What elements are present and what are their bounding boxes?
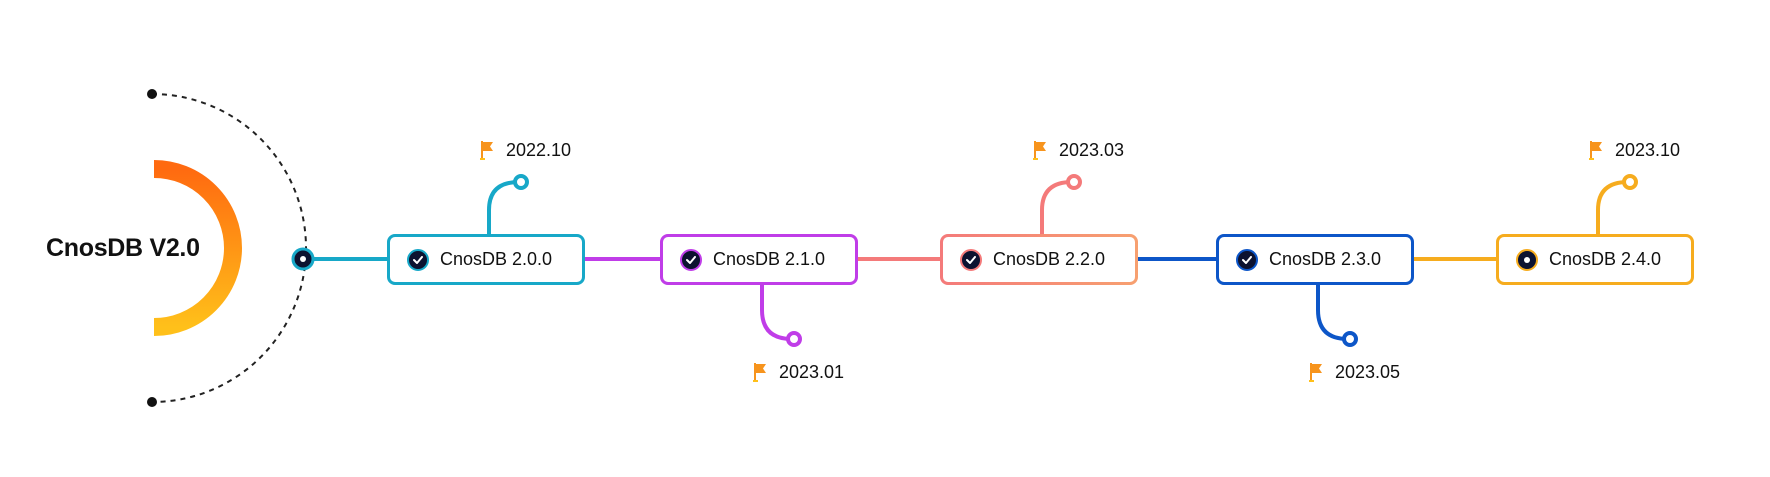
diagram-title: CnosDB V2.0 (46, 234, 200, 262)
milestone-date: 2022.10 (480, 140, 571, 161)
milestone-date: 2023.10 (1589, 140, 1680, 161)
date-text: 2023.10 (1615, 140, 1681, 160)
milestone-connector (1040, 180, 1073, 234)
version-label: CnosDB 2.2.0 (993, 249, 1106, 269)
milestone-pin (1622, 174, 1638, 190)
date-text: 2023.01 (779, 362, 845, 382)
dot-icon (1516, 248, 1538, 271)
version-node: CnosDB 2.3.0 (1216, 234, 1414, 285)
version-node: CnosDB 2.4.0 (1496, 234, 1694, 285)
milestone-pin (1342, 331, 1358, 347)
version-label: CnosDB 2.4.0 (1549, 249, 1662, 269)
flag-icon (1309, 362, 1323, 383)
milestone-connector (760, 285, 793, 341)
check-icon (1236, 248, 1258, 271)
date-text: 2023.05 (1335, 362, 1401, 382)
version-label: CnosDB 2.1.0 (713, 249, 826, 269)
milestone-connector (1596, 180, 1629, 234)
flag-icon (1589, 140, 1603, 161)
check-icon (680, 248, 702, 271)
milestone-connector (1316, 285, 1349, 341)
milestone-pin (513, 174, 529, 190)
check-icon (407, 248, 429, 271)
flag-icon (480, 140, 494, 161)
check-icon (960, 248, 982, 271)
milestone-date: 2023.01 (753, 362, 844, 383)
milestone-pin (786, 331, 802, 347)
flag-icon (753, 362, 767, 383)
gauge-arc (153, 160, 242, 336)
version-node: CnosDB 2.0.0 (387, 234, 585, 285)
version-label: CnosDB 2.3.0 (1269, 249, 1382, 269)
milestone-pin (1066, 174, 1082, 190)
version-node: CnosDB 2.2.0 (940, 234, 1138, 285)
arc-end-dot-bottom (147, 397, 157, 407)
version-label: CnosDB 2.0.0 (440, 249, 553, 269)
milestone-date: 2023.03 (1033, 140, 1124, 161)
version-node: CnosDB 2.1.0 (660, 234, 858, 285)
date-text: 2022.10 (506, 140, 572, 160)
arc-end-dot-top (147, 89, 157, 99)
flag-icon (1033, 140, 1047, 161)
date-text: 2023.03 (1059, 140, 1125, 160)
milestone-date: 2023.05 (1309, 362, 1400, 383)
milestone-connector (487, 180, 520, 234)
